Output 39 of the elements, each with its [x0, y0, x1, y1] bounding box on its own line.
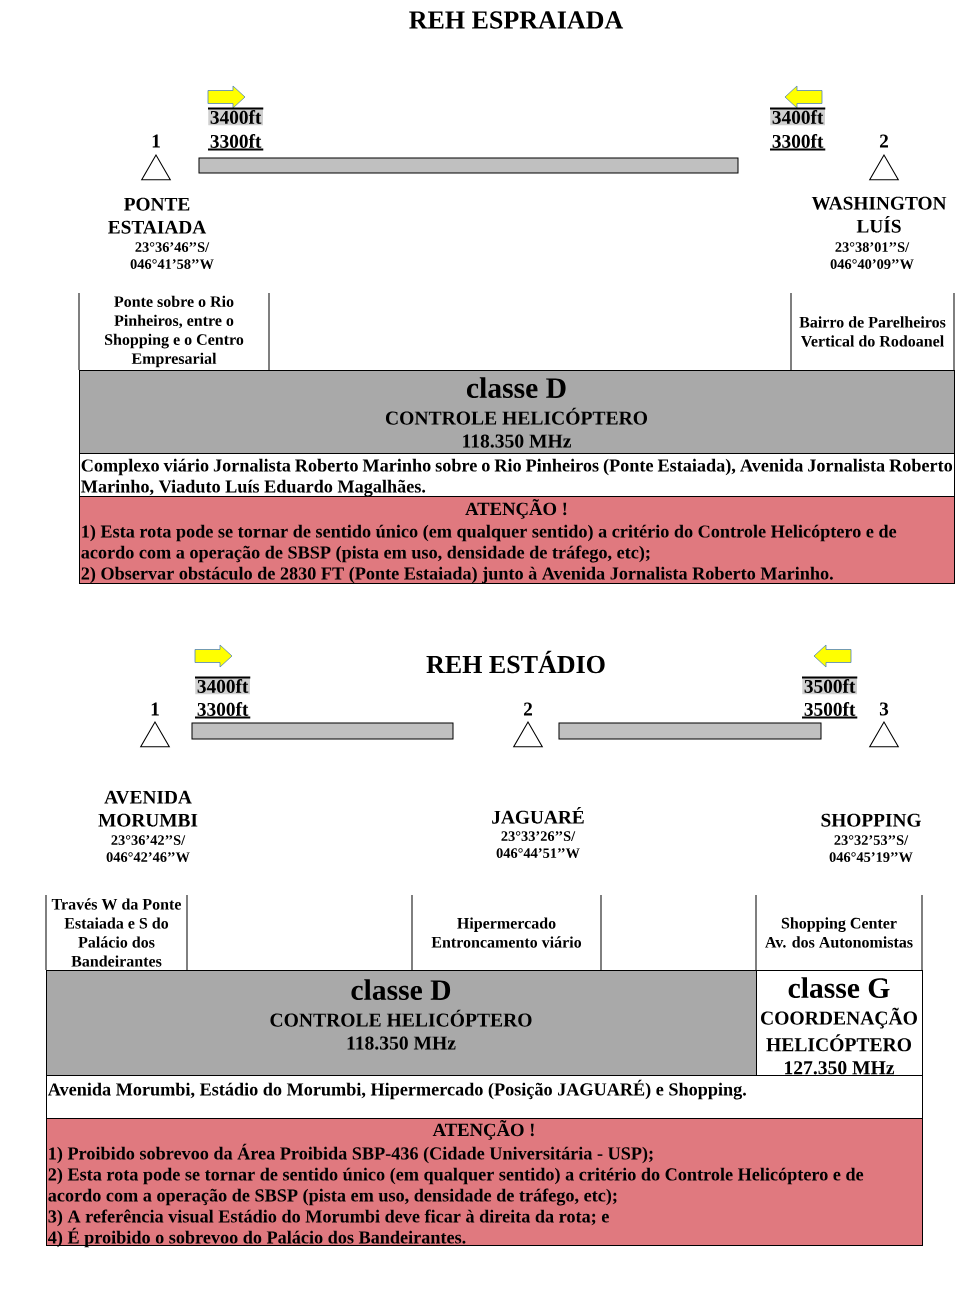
altitude-label: 3500ft: [802, 702, 858, 719]
landmark-cell: Bairro de Parelheiros Vertical do Rodoanel: [790, 292, 955, 371]
coordinates: 23°36’46’’S/ 046°41’58’’W: [130, 242, 214, 270]
frequency-cell: classe D CONTROLE HELICÓPTERO 118.350 MHz: [79, 370, 955, 454]
waypoint-name: JAGUARÉ: [492, 806, 584, 824]
description-cell: Complexo viário Jornalista Roberto Marinho sobre o Rio Pinheiros (Ponte Estaiada), Avenida Jornalista Roberto Marinho, Viaduto Luís Eduardo Magalhães.: [79, 453, 955, 497]
altitude-label: 3400ft: [208, 107, 264, 126]
waypoint-name: SHOPPING: [821, 813, 921, 827]
altitude-label: 3300ft: [195, 702, 251, 719]
coordinates: 23°33’26’’S/ 046°44’51’’W: [496, 831, 580, 859]
route-bar: [191, 722, 454, 740]
coordinates: 23°36’42’’S/ 046°42’46’’W: [106, 835, 190, 863]
warning-cell: ATENÇÃO ! 1) Esta rota pode se tornar de sentido único (em qualquer sentido) a critério do Controle Helicóptero e de acordo com a operação de SBSP (pista em uso, densidade de tráfego, etc); 2) Observar obstáculo de 2830 FT (Ponte Estaiada) junto à Avenida Jornalista Roberto Marinho.: [79, 496, 955, 584]
altitude-label: 3400ft: [770, 107, 826, 126]
section-heading: REH ESTÁDIO: [426, 650, 605, 674]
route-bar: [558, 722, 822, 740]
coordinates: 23°32’53’’S/ 046°45’19’’W: [829, 835, 913, 863]
frequency-cell: classe G COORDENAÇÃO HELICÓPTERO 127.350 MHz: [756, 970, 923, 1076]
altitude-label: 3300ft: [770, 134, 826, 151]
waypoint-number: 1: [152, 134, 160, 148]
landmark-cell: Través W da Ponte Estaiada e S do Palácio dos Bandeirantes: [45, 894, 188, 971]
waypoint-number: 1: [151, 702, 159, 716]
landmark-cell: Shopping Center Av. dos Autonomistas: [755, 894, 923, 971]
waypoint-name: PONTE ESTAIADA: [108, 197, 207, 234]
title: REH ESPRAIADA: [409, 11, 624, 29]
waypoint-number: 2: [524, 702, 532, 716]
warning-cell: ATENÇÃO ! 1) Proibido sobrevoo da Área Proibida SBP-436 (Cidade Universitária - USP); 2) Esta rota pode se tornar de sentido único (em qualquer sentido) a critério do Controle Helicóptero e de acordo com a operação de SBSP (pista em uso, densidade de tráfego, etc); 3) A referência visual Estádio do Morumbi deve ficar à direita da rota; e 4) É proibido o sobrevoo do Palácio dos Bandeirantes.: [46, 1118, 923, 1248]
altitude-label: 3300ft: [208, 134, 264, 151]
coordinates: 23°38’01’’S/ 046°40’09’’W: [830, 242, 914, 270]
landmark-cell: Hipermercado Entroncamento viário: [411, 894, 602, 971]
waypoint-number: 3: [879, 702, 889, 716]
waypoint-name: AVENIDA MORUMBI: [98, 790, 198, 827]
route-bar: [198, 157, 739, 174]
altitude-label: 3500ft: [802, 676, 858, 695]
landmark-cell: Ponte sobre o Rio Pinheiros, entre o Shopping e o Centro Empresarial: [78, 292, 270, 371]
altitude-label: 3400ft: [195, 676, 251, 695]
waypoint-name: WASHINGTON LUÍS: [811, 196, 947, 233]
frequency-cell: classe D CONTROLE HELICÓPTERO 118.350 MHz: [46, 970, 757, 1076]
waypoint-number: 2: [880, 134, 888, 148]
